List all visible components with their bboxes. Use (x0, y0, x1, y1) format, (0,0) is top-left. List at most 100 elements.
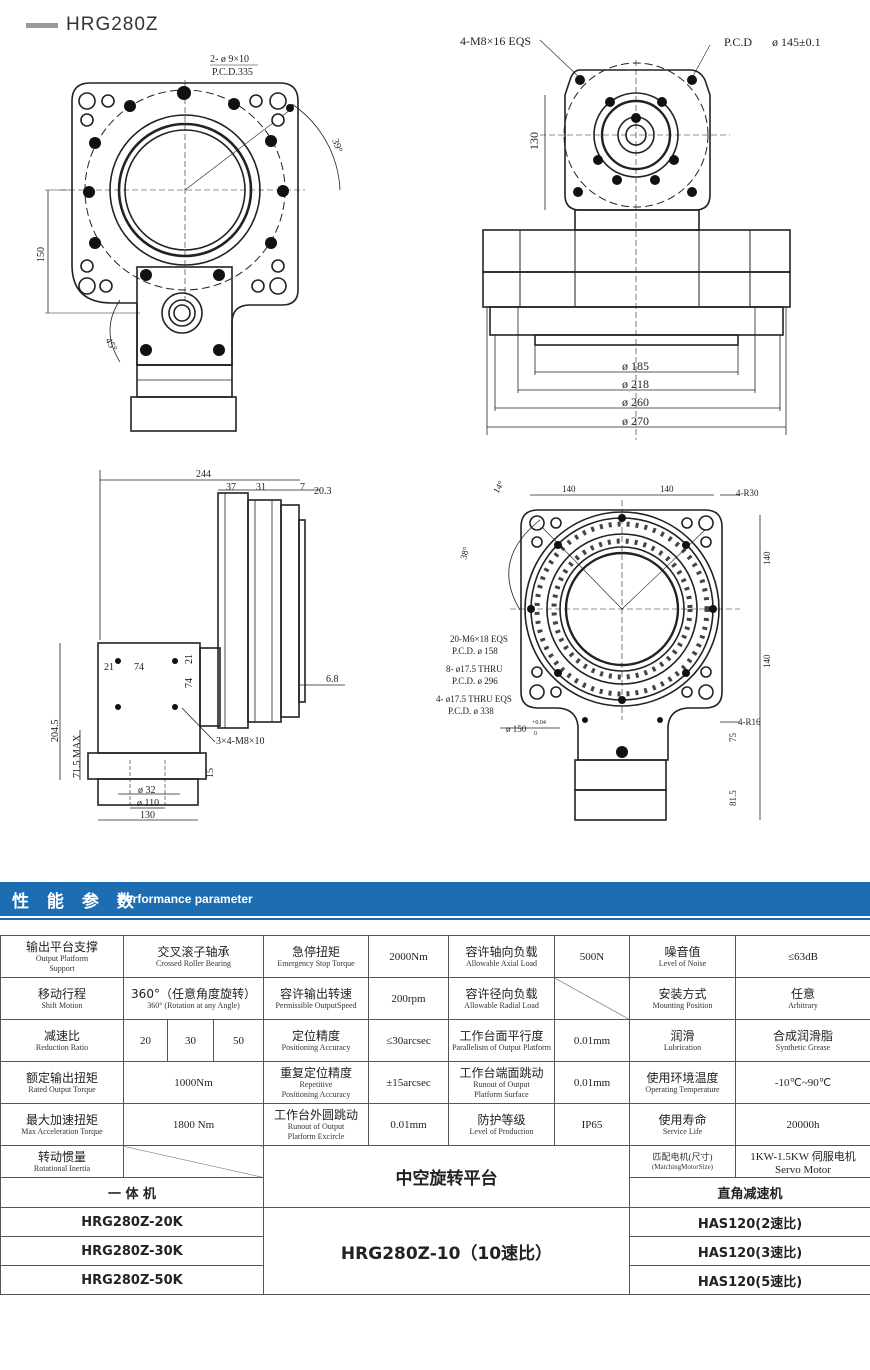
bl-d71-5: 71.5 MAX (72, 734, 83, 778)
cell-r5-val-d: 20000h (735, 1103, 870, 1146)
model-left-1: HRG280Z-20K (0, 1207, 264, 1237)
br-d140a: 140 (562, 484, 576, 494)
bl-d20-3: 20.3 (314, 486, 332, 497)
tl-pcd: P.C.D.335 (212, 67, 253, 78)
header-underline (0, 918, 870, 920)
br-r30: 4-R30 (736, 488, 759, 498)
model-title: HRG280Z (26, 14, 159, 36)
bl-d21b: 21 (184, 654, 195, 664)
tr-d270: ø 270 (622, 414, 649, 428)
cell-r4-val-d: -10℃~90℃ (735, 1061, 870, 1104)
br-r16: 4-R16 (738, 717, 761, 727)
cell-r2-val-a: 360°（任意角度旋转）360° (Rotation at any Angle) (123, 977, 264, 1020)
bl-d74b: 74 (184, 678, 195, 688)
model-row-1: HRG280Z-20K HRG280Z-10（10速比） HAS120(2速比) (0, 1207, 870, 1295)
bl-d244: 244 (196, 469, 211, 480)
tr-d185: ø 185 (622, 359, 649, 373)
section-title-cn: 性 能 参 数 (12, 892, 140, 912)
cell-r3-ratio-3: 50 (213, 1019, 264, 1062)
br-a38: 38° (458, 545, 471, 560)
model-left-2: HRG280Z-30K (0, 1236, 264, 1266)
section-header: 性 能 参 数 Performance parameter (0, 882, 870, 916)
br-tol0: 0 (534, 731, 537, 737)
cell-r1-val-d: ≤63dB (735, 935, 870, 978)
section-title-en: Performance parameter (118, 892, 253, 906)
cell-r5-val-b: 0.01mm (368, 1103, 449, 1146)
tl-ang39: 39° (329, 137, 344, 154)
br-d140d: 140 (762, 654, 772, 668)
br-d140b: 140 (660, 484, 674, 494)
bl-d6-8: 6.8 (326, 674, 339, 685)
model-right-3: HAS120(5速比) (629, 1265, 870, 1295)
cell-r2-val-b: 200rpm (368, 977, 449, 1020)
top-left-view (45, 80, 341, 432)
cell-r6-motor-label: 匹配电机(尺寸)(MatchingMotorSize) (629, 1145, 736, 1178)
br-d75: 75 (728, 733, 738, 743)
br-pcd158: P.C.D. ø 158 (452, 646, 498, 656)
br-thru4: 4- ø17.5 THRU EQS (436, 694, 512, 704)
cell-r4-val-c: 0.01mm (554, 1061, 630, 1104)
tl-holes: 2- ø 9×10 (210, 54, 249, 65)
model-row-2: HRG280Z-30K HAS120(3速比) (0, 1236, 870, 1266)
model-right-1: HAS120(2速比) (629, 1207, 870, 1237)
bl-d32: ø 32 (138, 785, 156, 796)
cell-r5-val-c: IP65 (554, 1103, 630, 1146)
br-a14: 14° (491, 479, 506, 495)
model-mid: HRG280Z-10（10速比） (263, 1207, 630, 1295)
cell-integrated-header: 一 体 机 (0, 1177, 264, 1208)
spec-row-7: 一 体 机 直角减速机 (0, 1177, 870, 1208)
cell-r3-ratio-1: 20 (123, 1019, 168, 1062)
br-pcd296: P.C.D. ø 296 (452, 676, 498, 686)
bl-d110: ø 110 (137, 798, 159, 809)
model-left-3: HRG280Z-50K (0, 1265, 264, 1295)
bl-d31: 31 (256, 482, 266, 493)
model-name: HRG280Z (66, 14, 159, 35)
bottom-left-view (59, 470, 345, 821)
cell-r3-val-c: 0.01mm (554, 1019, 630, 1062)
bl-d204-5: 204.5 (50, 720, 61, 743)
cell-r2-val-c-empty (554, 977, 630, 1020)
br-pcd338: P.C.D. ø 338 (448, 706, 494, 716)
tr-pcd-val: ø 145±0.1 (772, 35, 821, 49)
cell-r1-val-c: 500N (554, 935, 630, 978)
cell-r4-val-a: 1000Nm (123, 1061, 264, 1104)
bl-m8: 3×4-M8×10 (216, 736, 265, 747)
tr-d260: ø 260 (622, 395, 649, 409)
cell-product-type: 中空旋转平台 (263, 1145, 630, 1208)
cell-right-angle-header: 直角减速机 (629, 1177, 870, 1208)
bl-d130: 130 (140, 810, 155, 821)
cell-r1-val-b: 2000Nm (368, 935, 449, 978)
bl-d15: 15 (205, 768, 216, 778)
model-row-3: HRG280Z-50K HAS120(5速比) (0, 1265, 870, 1295)
tr-pcd: P.C.D (724, 35, 752, 49)
bl-d74a: 74 (134, 662, 144, 673)
tr-m8: 4-M8×16 EQS (460, 34, 531, 48)
model-right-2: HAS120(3速比) (629, 1236, 870, 1266)
bl-d21a: 21 (104, 662, 114, 673)
bl-d37: 37 (226, 482, 236, 493)
